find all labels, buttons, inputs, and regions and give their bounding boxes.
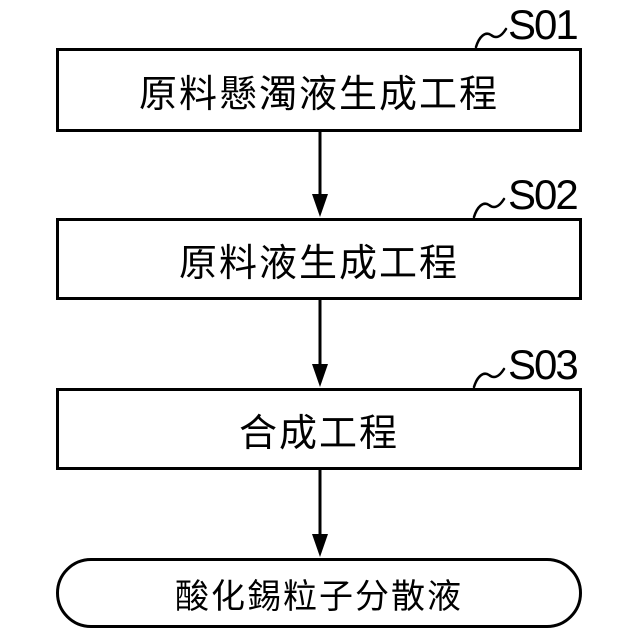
process-label-s01: 原料懸濁液生成工程 [138, 73, 499, 116]
step-ref-s02: S02 [508, 171, 579, 218]
leader-squiggle-s03 [472, 367, 506, 389]
process-label-s03: 合成工程 [238, 412, 399, 455]
process-box-s01: 原料懸濁液生成工程 [56, 48, 582, 132]
flow-arrow-1 [312, 132, 328, 217]
flow-arrow-3 [312, 470, 328, 557]
leader-squiggle-s02 [472, 197, 506, 219]
result-label: 酸化錫粒子分散液 [175, 577, 463, 616]
leader-squiggle-s01 [474, 27, 508, 49]
flow-arrow-2 [312, 300, 328, 387]
process-box-s02: 原料液生成工程 [56, 218, 582, 300]
result-box: 酸化錫粒子分散液 [56, 558, 582, 628]
step-ref-s01: S01 [508, 1, 579, 48]
process-box-s03: 合成工程 [56, 388, 582, 470]
process-label-s02: 原料液生成工程 [178, 242, 459, 285]
step-ref-s03: S03 [508, 341, 579, 388]
